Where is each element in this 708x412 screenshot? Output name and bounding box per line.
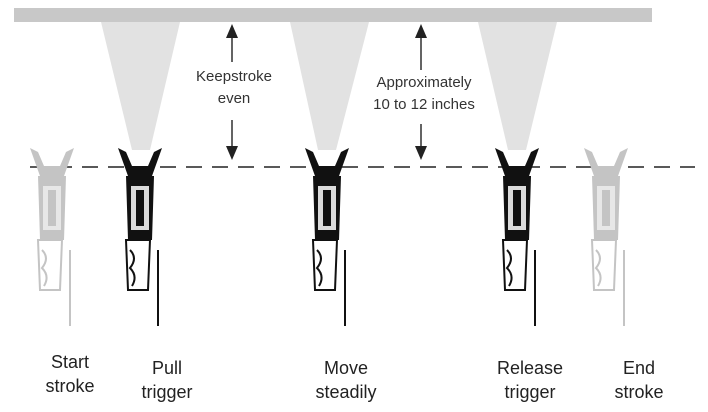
spray-gun-release-icon (495, 148, 539, 326)
distance-line1: Approximately (376, 74, 472, 91)
keep-stroke-line1: Keepstroke (196, 68, 272, 85)
step-move-steadily: Move steadily (315, 358, 377, 402)
spray-cone-pull (101, 22, 180, 150)
spray-gun-end-icon (584, 148, 628, 326)
keep-stroke-note: Keepstroke even (186, 66, 282, 110)
distance-line2: 10 to 12 inches (373, 96, 475, 113)
keep-stroke-arrow (226, 24, 238, 160)
step-release-trigger: Release trigger (496, 358, 564, 402)
step-end-stroke: End stroke (614, 358, 664, 402)
spray-cone-release (478, 22, 557, 150)
spray-surface (14, 8, 652, 22)
spray-gun-pull-icon (118, 148, 162, 326)
distance-arrow (415, 24, 427, 160)
step-pull-trigger: Pull trigger (141, 358, 193, 402)
step-start-stroke: Start stroke (45, 352, 95, 396)
distance-note: Approximately 10 to 12 inches (354, 72, 494, 116)
spray-gun-move-icon (305, 148, 349, 326)
keep-stroke-line2: even (217, 90, 251, 107)
spray-cone-move (290, 22, 369, 150)
spray-gun-start-icon (30, 148, 74, 326)
